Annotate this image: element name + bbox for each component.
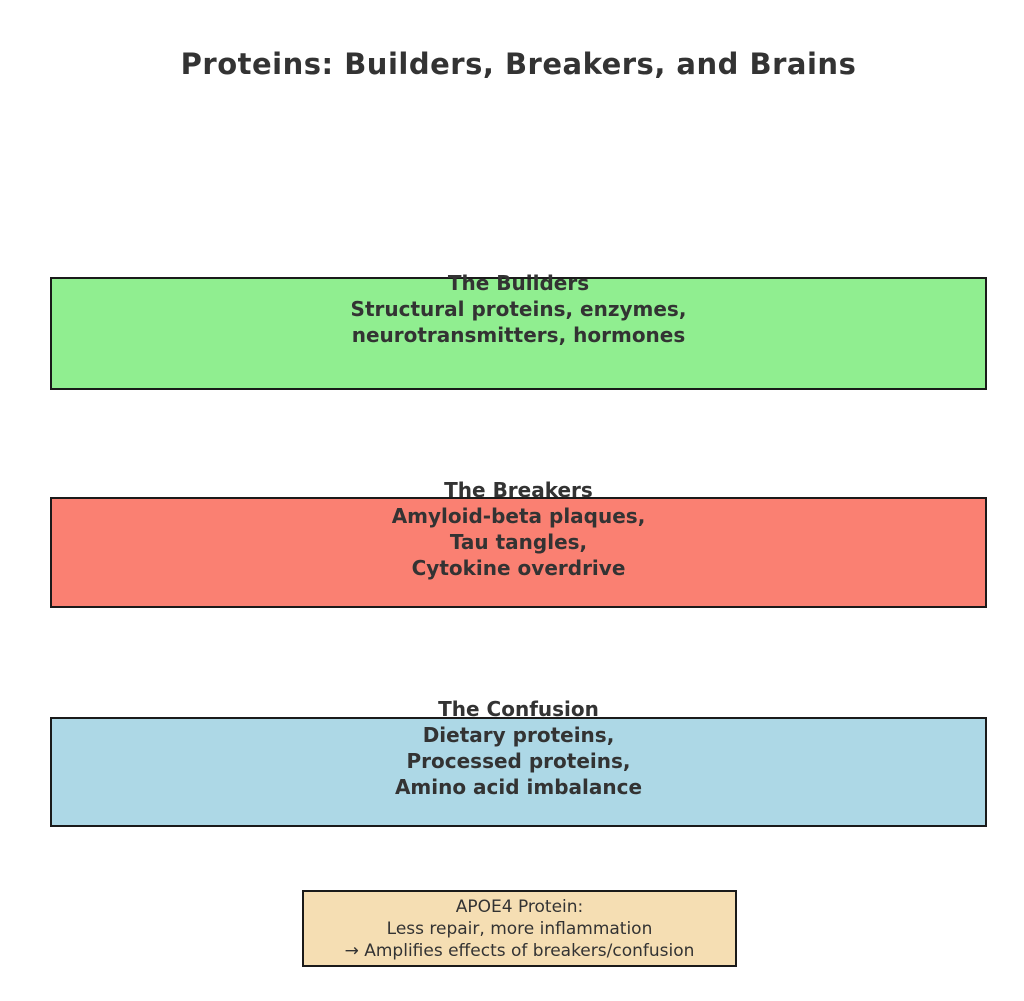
confusion-body-line: Processed proteins, xyxy=(406,749,631,773)
confusion-body-line: Dietary proteins, xyxy=(422,723,615,747)
breakers-body-line: Cytokine overdrive xyxy=(411,556,626,580)
figure-title: Proteins: Builders, Breakers, and Brains xyxy=(180,47,857,81)
builders-text: The Builders Structural proteins, enzyme… xyxy=(50,270,987,348)
confusion-body-line: Amino acid imbalance xyxy=(394,775,643,799)
breakers-text: The Breakers Amyloid-beta plaques, Tau t… xyxy=(50,477,987,581)
builders-body-line: neurotransmitters, hormones xyxy=(351,323,686,347)
breakers-body-line: Amyloid-beta plaques, xyxy=(391,504,646,528)
apoe4-note-line: APOE4 Protein: xyxy=(455,896,584,917)
confusion-heading: The Confusion xyxy=(438,697,599,721)
builders-body-line: Structural proteins, enzymes, xyxy=(350,297,687,321)
builders-box xyxy=(50,277,987,390)
confusion-box xyxy=(50,717,987,827)
breakers-body-line: Tau tangles, xyxy=(449,530,588,554)
apoe4-note-line: → Amplifies effects of breakers/confusio… xyxy=(344,940,695,961)
confusion-text: The Confusion Dietary proteins, Processe… xyxy=(50,696,987,800)
apoe4-note-box: APOE4 Protein: Less repair, more inflamm… xyxy=(302,890,737,967)
builders-heading: The Builders xyxy=(447,271,590,295)
breakers-box xyxy=(50,497,987,608)
breakers-heading: The Breakers xyxy=(444,478,593,502)
apoe4-note-line: Less repair, more inflammation xyxy=(386,918,653,939)
